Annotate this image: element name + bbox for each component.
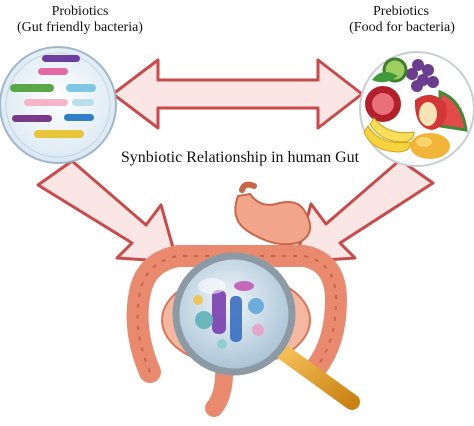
bacteria-petri-dish-icon	[0, 46, 117, 164]
probiotics-title: Probiotics	[51, 4, 109, 19]
fruit-bowl-icon	[359, 51, 474, 167]
prebiotics-subtitle: (Food for bacteria)	[349, 20, 455, 35]
probiotics-subtitle: (Gut friendly bacteria)	[17, 20, 143, 35]
right-arrow	[293, 158, 435, 264]
prebiotics-title: Prebiotics	[373, 4, 429, 19]
double-arrow	[111, 58, 364, 130]
left-arrow	[36, 159, 179, 264]
magnifying-glass-icon	[172, 252, 360, 410]
relationship-label: Synbiotic Relationship in human Gut	[120, 149, 360, 166]
